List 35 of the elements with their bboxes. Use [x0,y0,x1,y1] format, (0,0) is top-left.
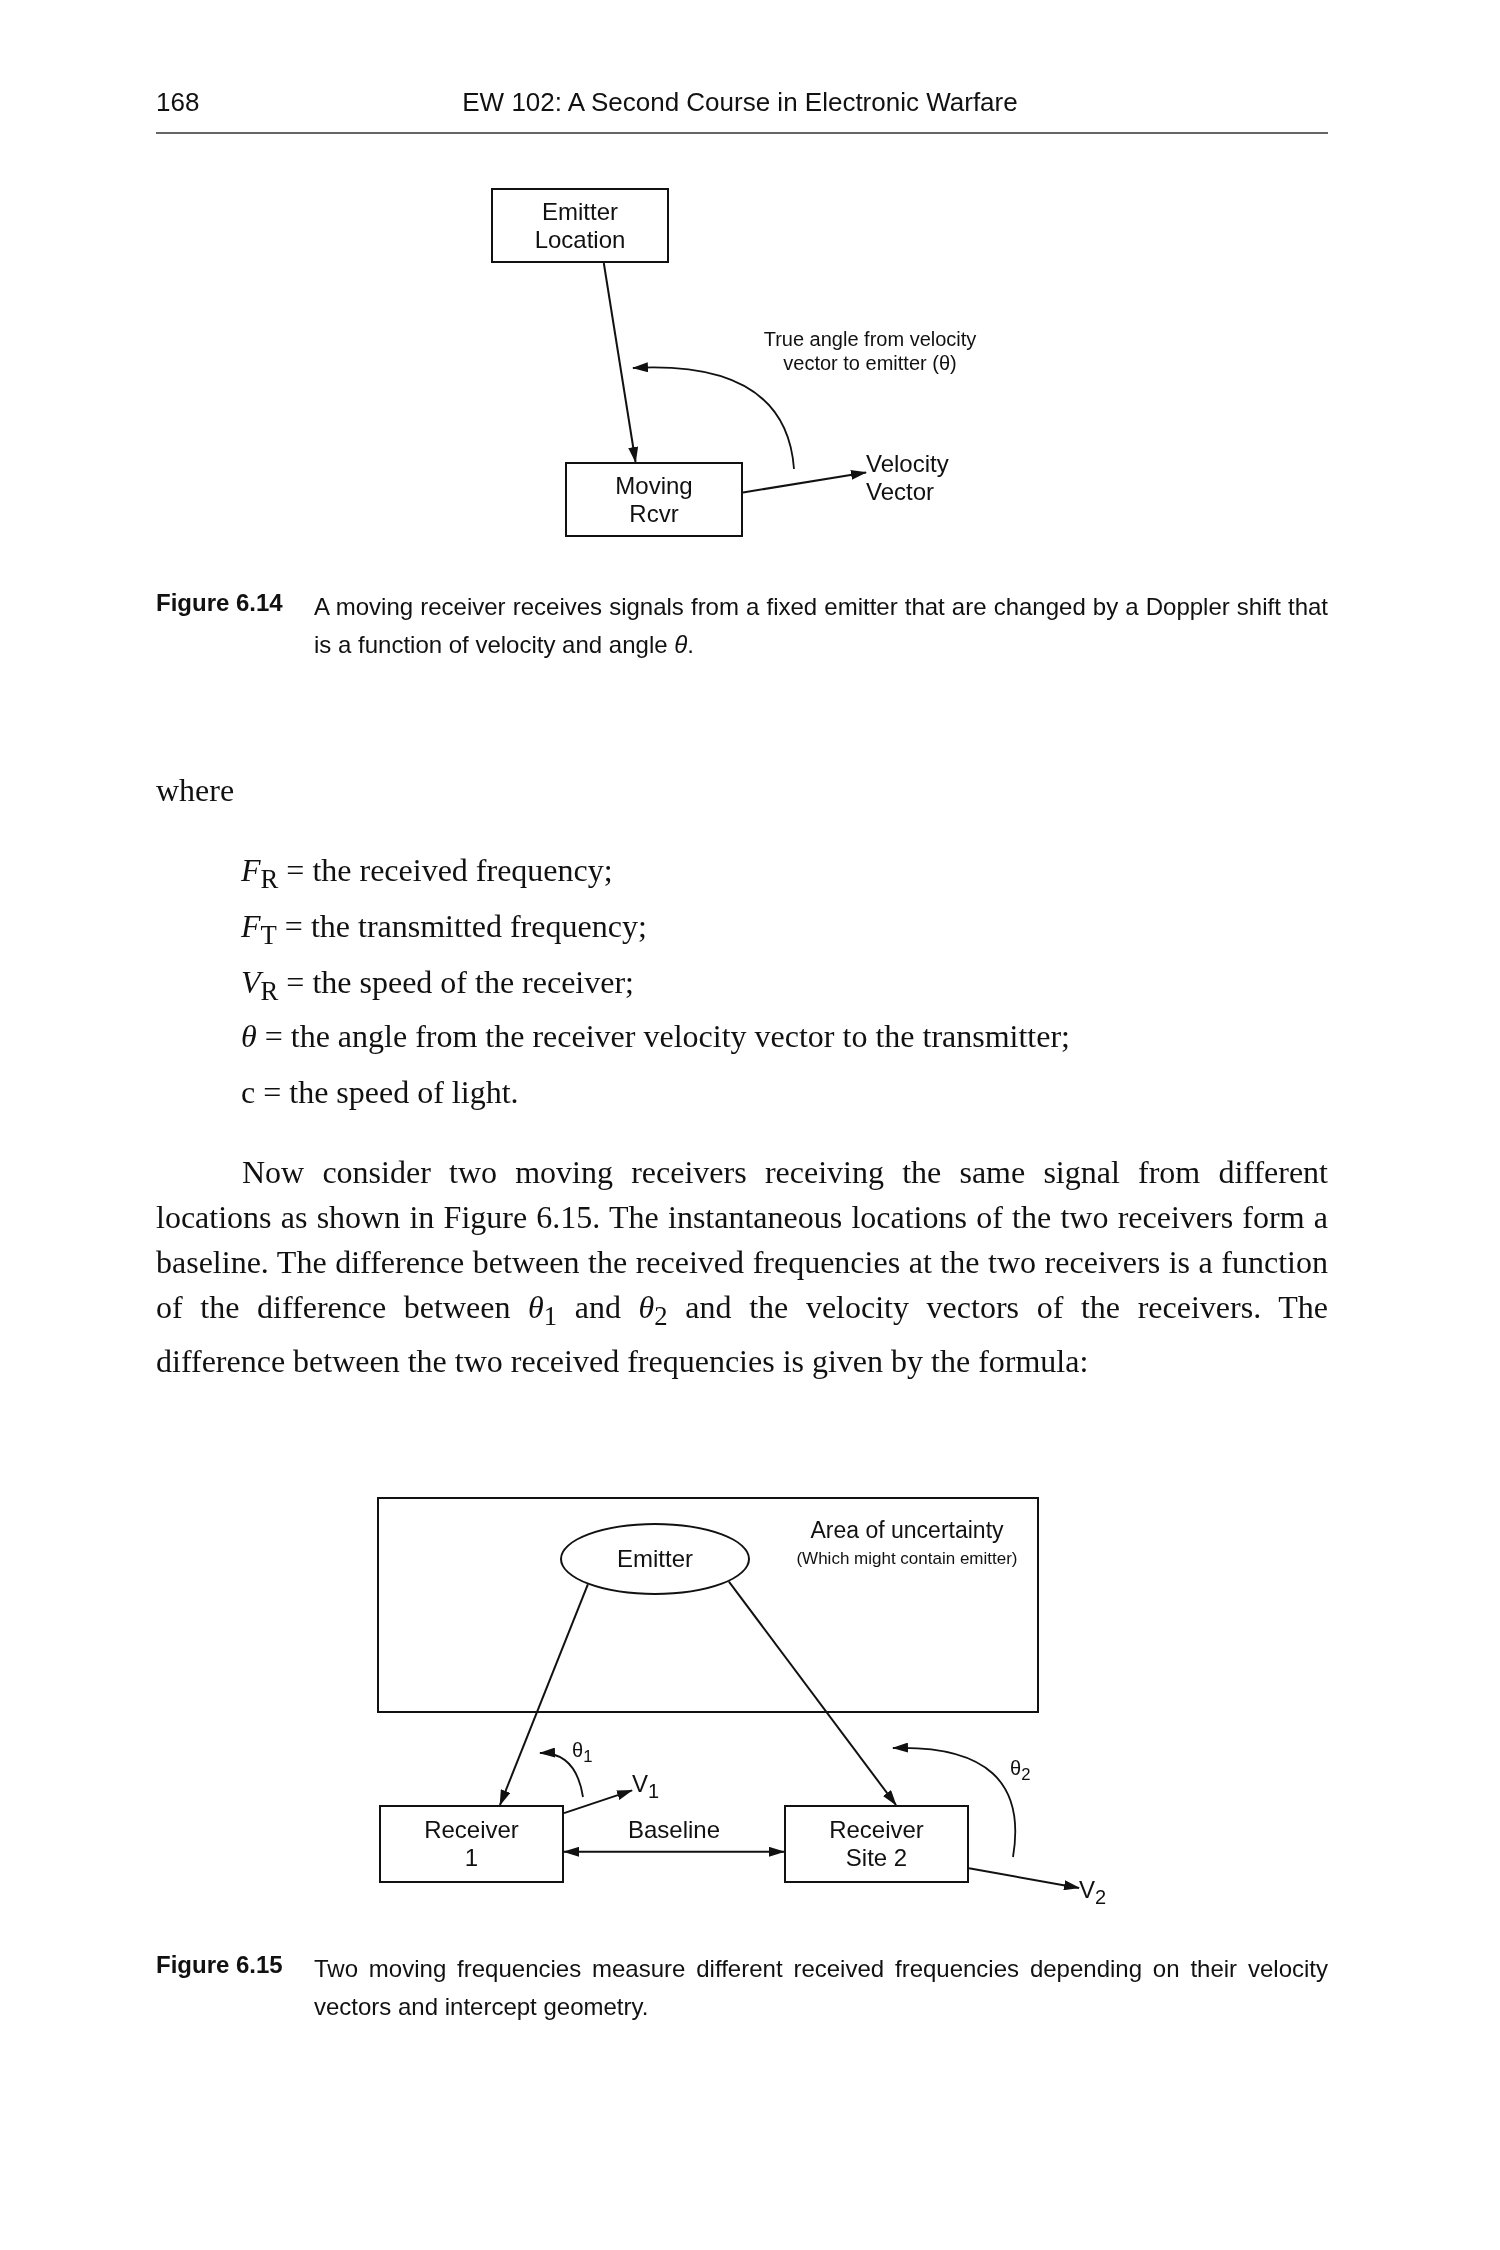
arrow [727,1580,897,1806]
definition-line: c = the speed of light. [241,1073,520,1112]
arrow [742,469,867,494]
arrow [563,1789,633,1815]
body-text: where [156,771,236,810]
arrow [563,1846,785,1857]
angle-label: True angle from velocity vector to emitter (θ) [762,327,978,375]
arrow [499,1583,589,1806]
figure-number: Figure 6.14 [156,588,284,618]
receiver-box: Receiver 1 [379,1805,564,1883]
area-title: Area of uncertainty [809,1517,1005,1544]
receiver-box: Moving Rcvr [565,462,743,537]
page-number: 168 [156,86,201,119]
vector-label: Velocity Vector [866,450,976,514]
area-note: (Which might contain emitter) [795,1549,1019,1569]
figure-number: Figure 6.15 [156,1950,284,1980]
vector-label: V$_{1}$ [632,1770,672,1804]
arrow [602,262,639,463]
edge-label: Baseline [626,1815,722,1844]
angle-label: θ$_{2}$ [1010,1756,1032,1786]
location-box: Emitter Location [491,188,669,263]
figure-caption: Two moving frequencies measure different received frequencies depending on their velocity vectors and intercept geometry. [314,1954,1328,2022]
emitter-ellipse: Emitter [560,1523,750,1595]
body-paragraph: Now consider two moving receivers receiving the same signal from different locations as shown in Figure 6.15. The instantaneous locations of the two receivers form a baseline. The difference between the received frequencies at the two receivers is a function of the difference between θ$_{1}$ and θ$_{2}$ and the velocity vectors of the receivers. The difference between the two received frequencies is given by the formula: [156,1153,1328,1382]
receiver-box: Receiver Site 2 [784,1805,969,1883]
angle-label: θ$_{1}$ [572,1738,594,1768]
definition-line: F$_{T}$ = the transmitted frequency; [241,907,648,953]
definition-line: θ = the angle from the receiver velocity vector to the transmitter; [241,1017,1071,1056]
arrow [968,1867,1080,1891]
uncertainty-area-box [377,1497,1039,1713]
vector-label: V$_{2}$ [1079,1876,1121,1910]
definition-line: F$_{R}$ = the received frequency; [241,851,614,897]
definition-line: V$_{R}$ = the speed of the receiver; [241,963,635,1009]
running-header: EW 102: A Second Course in Electronic Warfare [461,86,1019,119]
figure-caption: A moving receiver receives signals from a fixed emitter that are changed by a Doppler shift that is a function of velocity and angle θ. [314,592,1328,660]
